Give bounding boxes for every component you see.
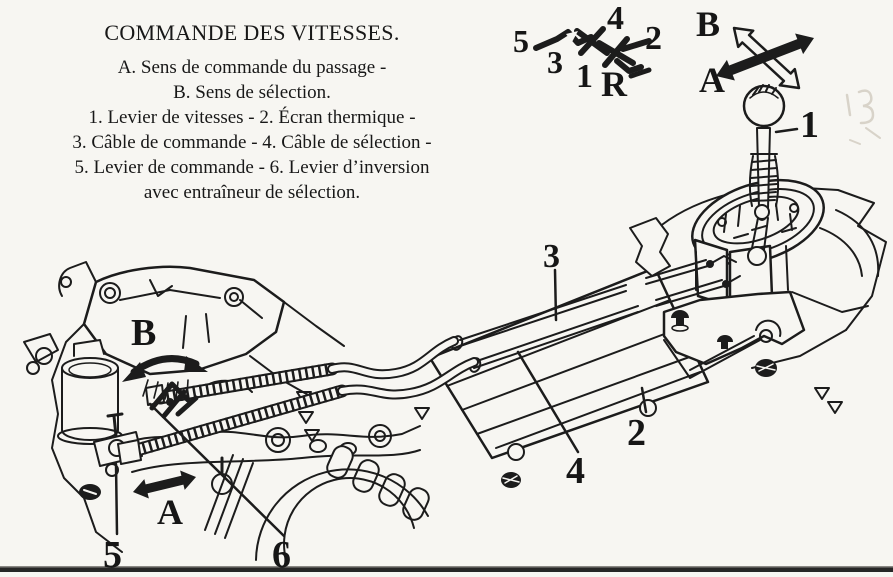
page-title: COMMANDE DES VITESSES. <box>104 20 400 45</box>
legend-line: 5. Levier de commande - 6. Levier d’inve… <box>74 157 430 178</box>
gear-label-5: 5 <box>513 23 529 59</box>
engagement-direction-arrow <box>133 470 196 499</box>
gear-lever-assembly <box>742 84 786 266</box>
callout-B: B <box>131 312 157 354</box>
key-letter-B: B <box>696 4 721 44</box>
gear-label-4: 4 <box>607 0 624 37</box>
callout-1: 1 <box>800 104 819 146</box>
shift-pattern-diagram <box>533 26 652 79</box>
callout-4: 4 <box>566 450 585 492</box>
legend-line: avec entraîneur de sélection. <box>143 182 361 203</box>
cable-runs <box>117 336 479 465</box>
selection-direction-arrow <box>122 355 208 400</box>
key-letter-A: A <box>699 60 725 100</box>
legend-block: COMMANDE DES VITESSES. A. Sens de comman… <box>30 20 474 205</box>
legend-line: B. Sens de sélection. <box>173 82 331 103</box>
control-cables <box>450 255 741 373</box>
gear-label-1: 1 <box>576 58 593 95</box>
callout-leader-lines <box>114 127 799 538</box>
bottom-rule <box>0 566 893 572</box>
legend-line: A. Sens de commande du passage - <box>117 57 387 78</box>
gear-label-3: 3 <box>547 44 563 80</box>
gear-label-2: 2 <box>645 20 662 57</box>
callout-6: 6 <box>272 534 291 576</box>
callout-A: A <box>157 492 183 532</box>
gear-label-R: R <box>601 64 627 104</box>
callout-2: 2 <box>627 412 646 454</box>
legend-line: 1. Levier de vitesses - 2. Écran thermiq… <box>88 107 416 128</box>
support-bracket <box>629 217 671 277</box>
legend-line: 3. Câble de commande - 4. Câble de sélec… <box>72 132 432 153</box>
direction-key-arrows <box>716 26 814 90</box>
callout-5: 5 <box>103 534 122 576</box>
filled-double-arrow-icon <box>716 33 814 81</box>
callout-3: 3 <box>543 238 560 275</box>
gear-knob <box>742 84 786 128</box>
scan-artifacts <box>845 89 881 145</box>
engine-assembly <box>23 261 843 561</box>
